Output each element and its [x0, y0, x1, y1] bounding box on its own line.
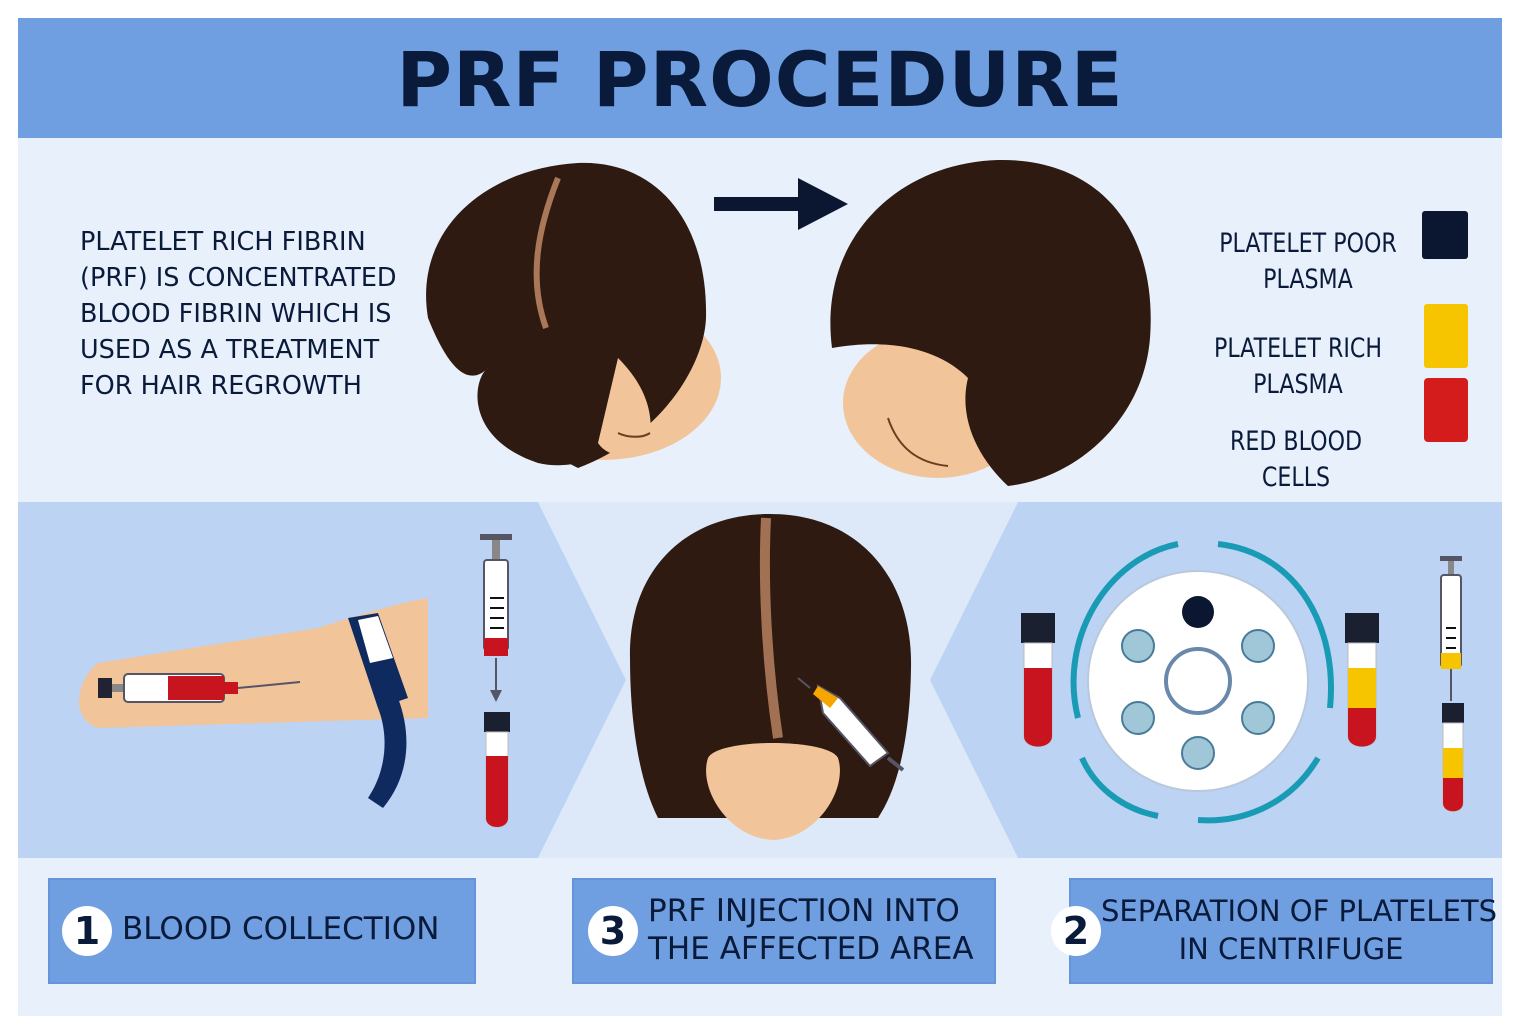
step-label: BLOOD COLLECTION: [122, 910, 439, 948]
step-label-line: BLOOD COLLECTION: [122, 911, 440, 947]
step-separation: 2 SEPARATION OF PLATELETS IN CENTRIFUGE: [1051, 878, 1498, 984]
header-bar: PRF PROCEDURE: [18, 18, 1502, 138]
step-label-line: IN CENTRIFUGE: [1178, 932, 1404, 966]
head-before-icon: [426, 162, 721, 468]
syringe-vertical-icon: [480, 534, 512, 698]
legend-line: PLASMA: [1263, 264, 1353, 295]
test-tube-icon: [484, 712, 510, 828]
syringe-icon: [98, 673, 301, 703]
legend-item-ppp: PLATELET POOR PLASMA: [1218, 226, 1398, 298]
illustration-layer: [18, 159, 1502, 858]
step-prf-injection: 3 PRF INJECTION INTO THE AFFECTED AREA: [572, 878, 996, 984]
intro-text: PLATELET RICH FIBRIN (PRF) IS CONCENTRAT…: [80, 224, 440, 404]
step-number-badge: 3: [588, 906, 638, 956]
syringe-injection-icon: [797, 677, 905, 772]
intro-line: (PRF) IS CONCENTRATED: [80, 263, 397, 293]
step-label-line: PRF INJECTION INTO: [648, 893, 960, 929]
legend-line: CELLS: [1261, 462, 1331, 493]
step-number-badge: 2: [1051, 906, 1101, 956]
down-arrow-icon: [490, 690, 502, 702]
legend-line: PLASMA: [1253, 369, 1343, 400]
head-injection-icon: [629, 513, 912, 840]
step-label: PRF INJECTION INTO THE AFFECTED AREA: [648, 892, 974, 968]
legend-line: PLATELET POOR: [1219, 228, 1397, 259]
step-label: SEPARATION OF PLATELETS IN CENTRIFUGE: [1101, 892, 1498, 968]
step-label-line: THE AFFECTED AREA: [648, 931, 974, 967]
legend-line: PLATELET RICH: [1213, 333, 1383, 364]
intro-line: BLOOD FIBRIN WHICH IS: [80, 299, 392, 329]
intro-line: USED AS A TREATMENT: [80, 335, 380, 365]
step-label-line: SEPARATION OF PLATELETS: [1101, 894, 1498, 928]
tube-blood-icon: [1021, 613, 1055, 747]
head-after-icon: [830, 159, 1151, 486]
legend-item-rbc: RED BLOOD CELLS: [1206, 424, 1386, 496]
syringe-prf-icon: [1440, 556, 1464, 812]
intro-line: FOR HAIR REGROWTH: [80, 371, 362, 401]
arrow-right-icon: [714, 178, 848, 230]
tube-separated-icon: [1345, 613, 1379, 747]
page-title: PRF PROCEDURE: [396, 35, 1124, 124]
legend-tube-icon: [1422, 211, 1468, 442]
legend-item-prp: PLATELET RICH PLASMA: [1208, 331, 1388, 403]
step-number-badge: 1: [62, 906, 112, 956]
intro-line: PLATELET RICH FIBRIN: [80, 227, 366, 257]
infographic: PRF PROCEDURE PLATELET RICH FIBRIN (PRF)…: [18, 18, 1502, 1016]
step-blood-collection: 1 BLOOD COLLECTION: [48, 878, 476, 984]
centrifuge-icon: [1070, 541, 1334, 824]
legend-line: RED BLOOD: [1229, 426, 1363, 457]
